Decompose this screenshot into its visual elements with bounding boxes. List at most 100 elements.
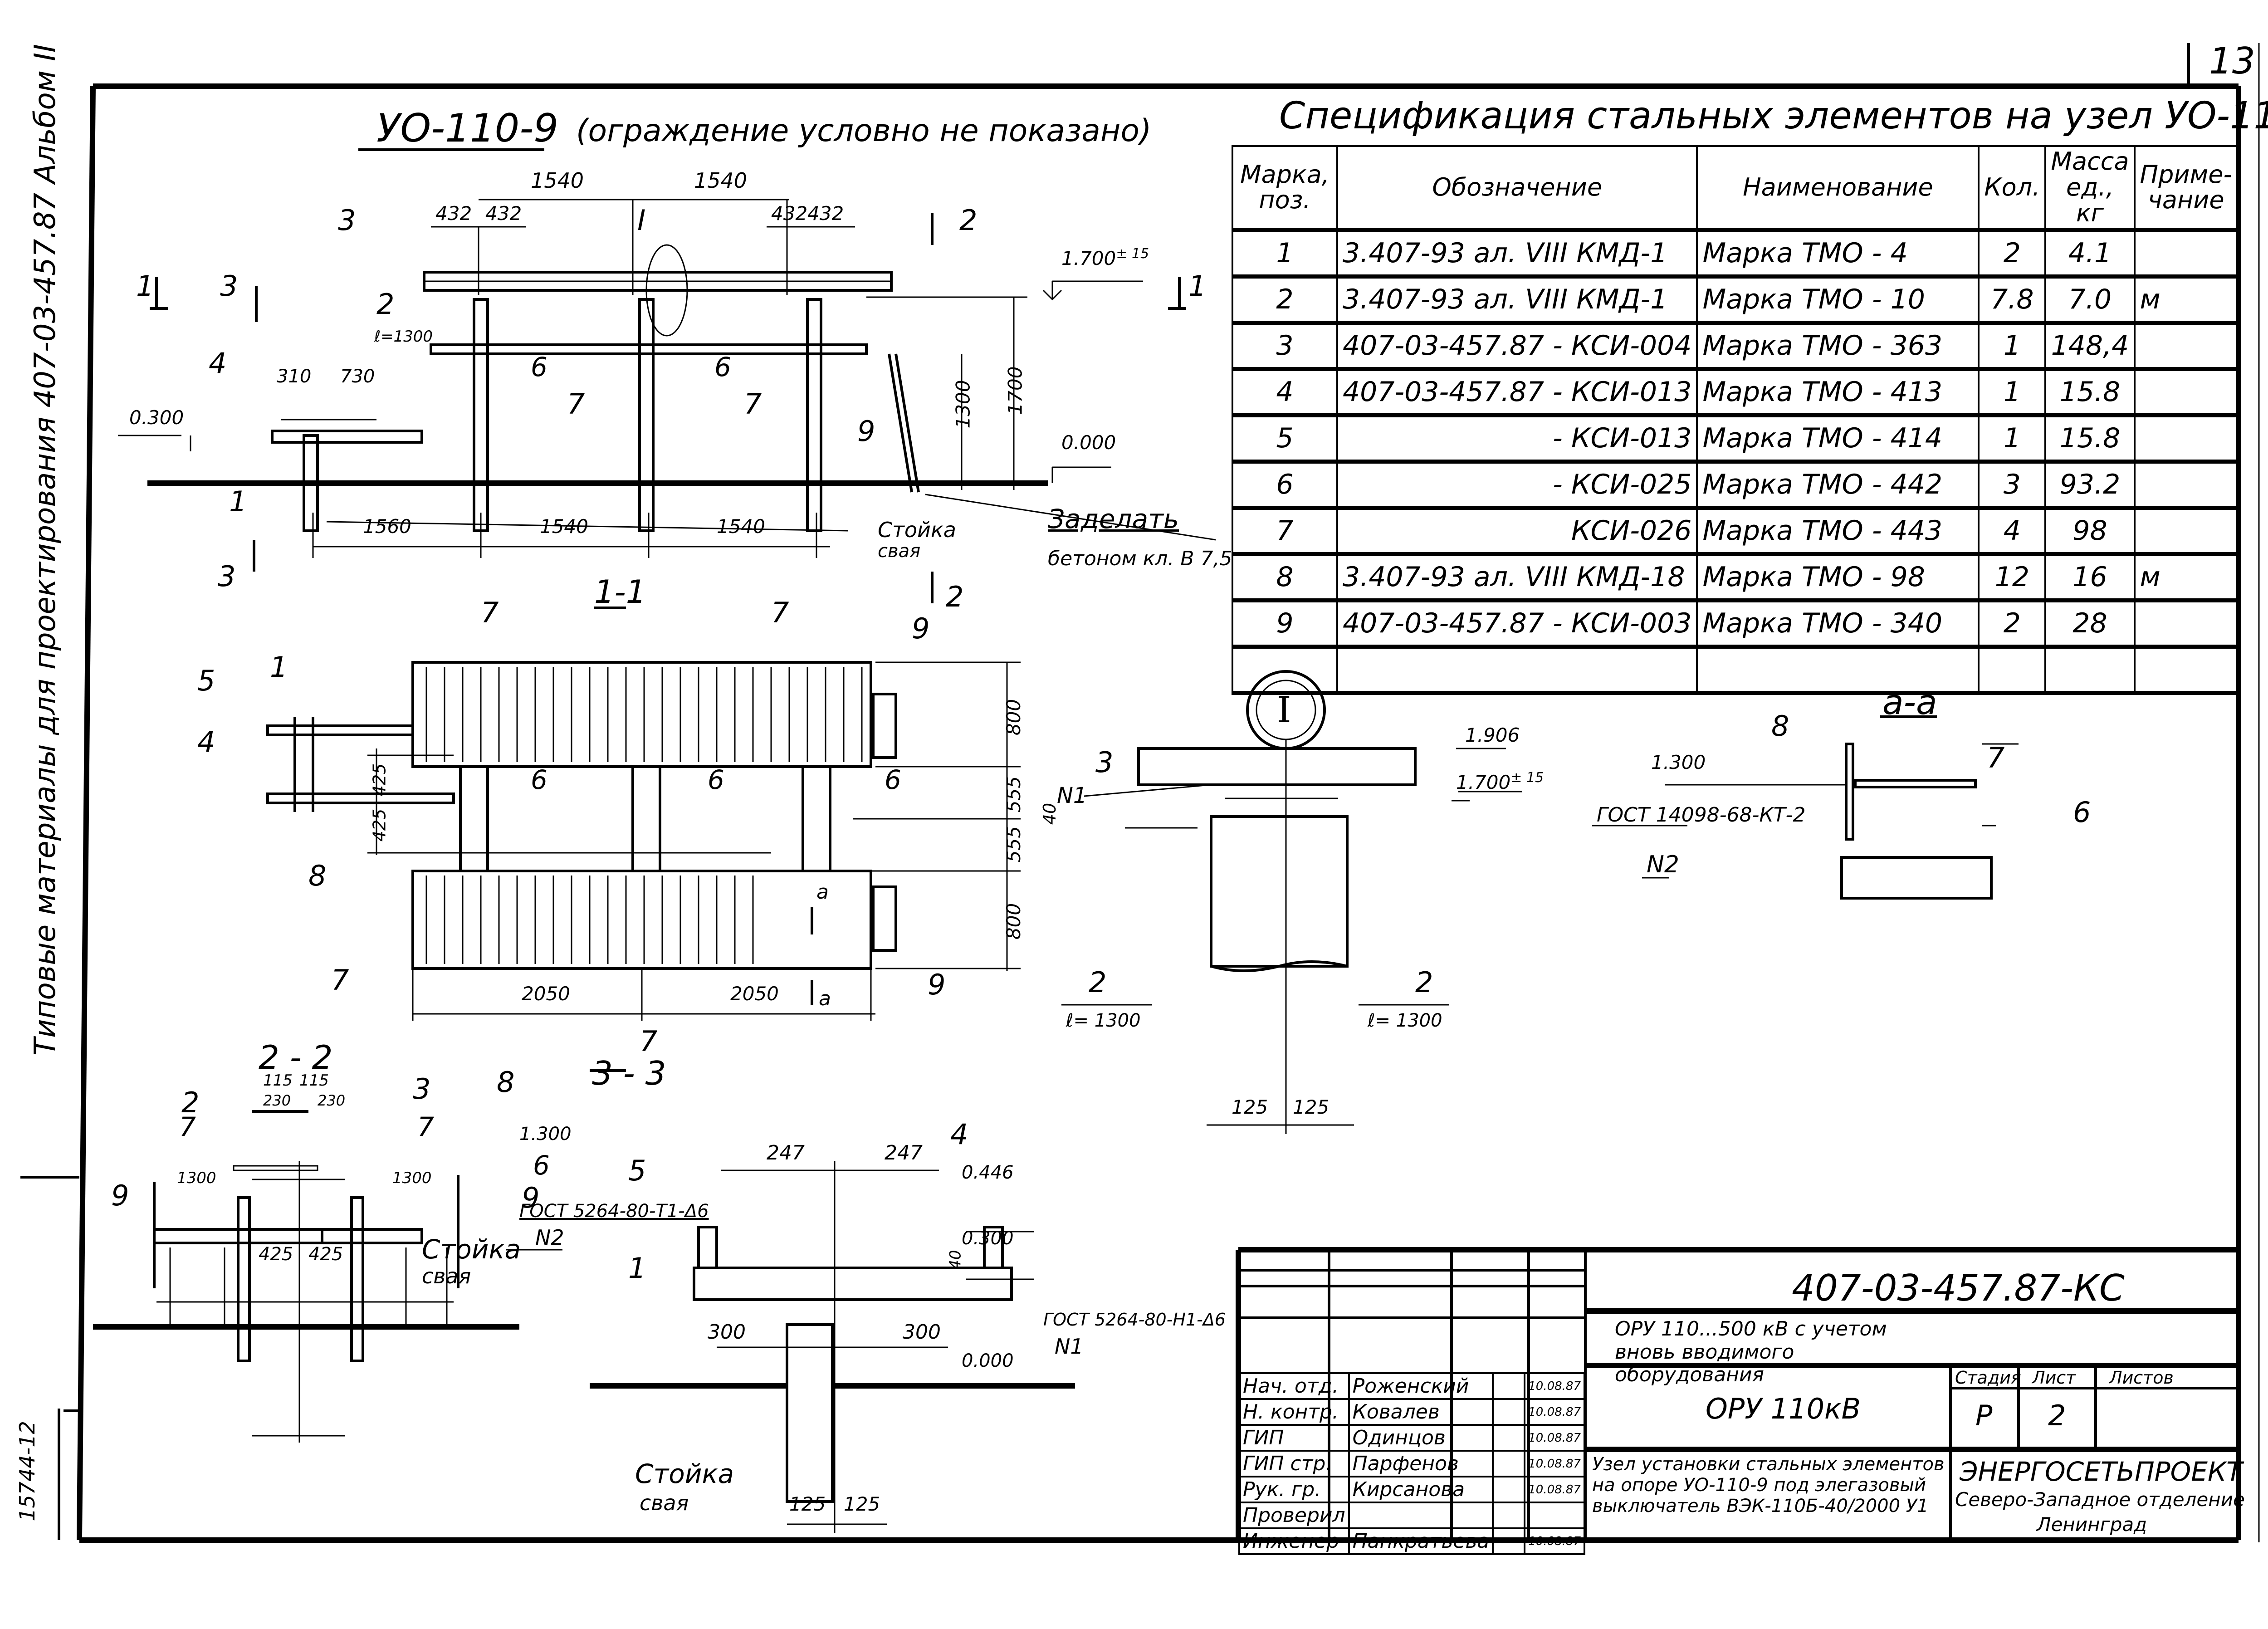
s33-n1: N1 — [1055, 1334, 1084, 1359]
spec-name: Марка ТМО - 414 — [1696, 414, 1980, 462]
main-view-title: УО-110-9 — [376, 106, 559, 151]
spec-qty: 1 — [1978, 322, 2047, 370]
sig-signature — [1492, 1372, 1526, 1400]
detail-I-l-b: ℓ= 1300 — [1368, 1010, 1442, 1031]
spec-pos: 6 — [1232, 460, 1338, 509]
detail-I-pos-2b: 2 — [1415, 966, 1433, 999]
dim-432-d: 432 — [807, 202, 844, 225]
main-pos-7a: 7 — [567, 387, 585, 421]
s11-dim-555a: 555 — [1002, 776, 1025, 813]
sa-pos-7: 7 — [1987, 741, 2005, 774]
dim-1540-bot-b: 1540 — [717, 515, 765, 538]
spec-mass: 98 — [2044, 507, 2136, 555]
spec-qty: 1 — [1978, 368, 2047, 416]
s22-pos-6: 6 — [533, 1150, 550, 1181]
s22-dim-1300a: 1300 — [177, 1169, 216, 1187]
dim-1540-b: 1540 — [694, 168, 748, 193]
s22-gost: ГОСТ 5264-80-Т1-Δ6 — [519, 1201, 709, 1222]
detail-I-dim-40: 40 — [1040, 802, 1060, 825]
spec-designation: 3.407-93 ал. VIII КМД-1 — [1336, 275, 1698, 323]
detail-I-l-a: ℓ= 1300 — [1066, 1010, 1141, 1031]
detail-I-dim-125a: 125 — [1232, 1096, 1268, 1118]
elev-1700: 1.700± 15 — [1061, 247, 1149, 268]
s11-pos-7a: 7 — [481, 596, 499, 629]
s11-pos-6a: 6 — [531, 764, 547, 795]
sa-gost: ГОСТ 14098-68-КТ-2 — [1597, 803, 1806, 827]
embed-note-line1: Заделать — [1048, 504, 1179, 534]
sig-name: Ковалев — [1348, 1398, 1494, 1426]
spec-qty: 7.8 — [1978, 275, 2047, 323]
dim-1540-bot-a: 1540 — [540, 515, 588, 538]
s22-pos-7a: 7 — [179, 1111, 196, 1142]
section-2-2-drawing — [93, 1110, 562, 1443]
spec-note — [2133, 322, 2239, 370]
spec-note — [2133, 368, 2239, 416]
main-view-drawing — [118, 148, 1216, 603]
s11-dim-2050a: 2050 — [522, 983, 570, 1005]
spec-mass — [2044, 646, 2136, 694]
dim-h-1300: 1300 — [952, 380, 974, 429]
s33-dim-300a: 300 — [708, 1321, 746, 1344]
spec-note — [2133, 414, 2239, 462]
spec-qty — [1978, 646, 2047, 694]
s22-pos-8: 8 — [497, 1066, 515, 1099]
sig-role: Инженер — [1238, 1527, 1350, 1555]
sig-signature — [1492, 1398, 1526, 1426]
spec-designation: 407-03-457.87 - КСИ-013 — [1336, 368, 1698, 416]
dim-1540-a: 1540 — [531, 168, 584, 193]
sig-role: Н. контр. — [1238, 1398, 1350, 1426]
s11-pos-5: 5 — [197, 664, 215, 697]
spec-qty: 2 — [1978, 229, 2047, 277]
s11-dim-555b: 555 — [1002, 826, 1025, 863]
sig-date: 10.08.87 — [1524, 1527, 1585, 1555]
spec-pos: 1 — [1232, 229, 1338, 277]
spec-designation: КСИ-026 — [1336, 507, 1698, 555]
spec-col-pos: Марка, поз. — [1232, 145, 1338, 231]
dim-730: 730 — [340, 366, 375, 387]
spec-note — [2133, 229, 2239, 277]
spec-note — [2133, 460, 2239, 509]
spec-name: Марка ТМО - 340 — [1696, 599, 1980, 647]
title-block-frame — [1236, 1247, 2239, 1540]
spec-designation: 407-03-457.87 - КСИ-003 — [1336, 599, 1698, 647]
spec-designation: 407-03-457.87 - КСИ-004 — [1336, 322, 1698, 370]
spec-pos — [1232, 646, 1338, 694]
spec-name: Марка ТМО - 10 — [1696, 275, 1980, 323]
specification-table: Марка, поз. Обозначение Наименование Кол… — [1232, 145, 2239, 695]
org-city: Ленинград — [2037, 1513, 2147, 1536]
dim-432-a: 432 — [435, 202, 472, 225]
s22-pos-7b: 7 — [417, 1111, 434, 1142]
sa-pos-8: 8 — [1771, 709, 1789, 743]
s22-n2: N2 — [535, 1225, 564, 1250]
s11-pos-7b: 7 — [771, 596, 789, 629]
stage-header: Стадия — [1955, 1368, 2021, 1388]
s11-pos-7c: 7 — [331, 964, 349, 997]
project-title: ОРУ 110...500 кВ с учетом вновь вводимог… — [1615, 1317, 1887, 1387]
detail-I-elev-1906: 1.906 — [1465, 724, 1520, 746]
main-l-1300: ℓ=1300 — [374, 328, 433, 346]
main-stand-pile-1: Стойка — [878, 518, 956, 542]
s22-stand-pile-1: Стойка — [422, 1234, 521, 1265]
sheet-frame — [20, 43, 2260, 1543]
s33-pos-4: 4 — [950, 1118, 968, 1151]
inventory-stamp: 15744-12 — [15, 1421, 39, 1521]
spec-name: Марка ТМО - 413 — [1696, 368, 1980, 416]
section-2-2-title: 2 - 2 — [259, 1038, 333, 1076]
s33-pos-1: 1 — [628, 1252, 646, 1285]
spec-qty: 4 — [1978, 507, 2047, 555]
spec-col-mass: Масса ед., кг — [2044, 145, 2136, 231]
spec-qty: 1 — [1978, 414, 2047, 462]
detail-I-pos-2a: 2 — [1089, 966, 1107, 999]
s11-pos-9b: 9 — [928, 968, 946, 1001]
